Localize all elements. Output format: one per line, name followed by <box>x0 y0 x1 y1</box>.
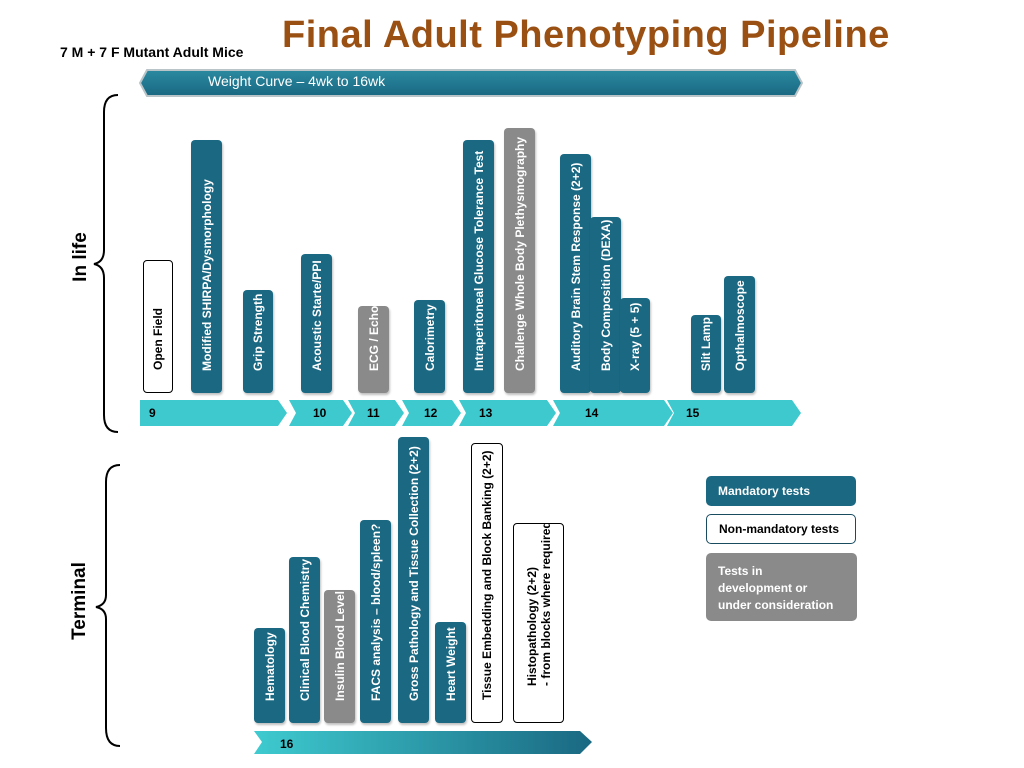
test-grip-strength: Grip Strength <box>243 290 273 393</box>
weight-curve-bar <box>138 69 804 97</box>
test-label: Hematology <box>262 632 277 701</box>
week-number: 11 <box>367 406 380 420</box>
test-label: Acoustic Starte/PPI <box>309 260 324 371</box>
legend-mandatory: Mandatory tests <box>706 476 856 506</box>
test-label: Calorimetry <box>422 304 437 371</box>
test-insulin-blood-level: Insulin Blood Level <box>324 590 355 723</box>
legend-mandatory-label: Mandatory tests <box>718 484 811 498</box>
test-tissue-embedding-block-banking: Tissue Embedding and Block Banking (2+2) <box>471 443 503 723</box>
test-label: X-ray (5 + 5) <box>628 302 642 371</box>
legend-non-mandatory-label: Non-mandatory tests <box>719 522 840 536</box>
test-facs-analysis: FACS analysis – blood/spleen? <box>360 520 391 723</box>
week-arrow-12 <box>402 400 461 426</box>
test-label: Open Field <box>151 307 165 370</box>
test-modified-shirpa-dysmorphology: Modified SHIRPA/Dysmorphology <box>191 140 222 393</box>
legend-non-mandatory: Non-mandatory tests <box>706 514 856 544</box>
week-arrow-14 <box>553 400 673 426</box>
week-arrow-11 <box>348 400 404 426</box>
test-gross-pathology-tissue-collection: Gross Pathology and Tissue Collection (2… <box>398 437 429 723</box>
in-life-label: In life <box>70 232 91 282</box>
test-label: Opthalmoscope <box>732 280 747 371</box>
test-label: Histopathology (2+2)- from blocks where … <box>524 523 553 686</box>
week-arrows-in-life <box>140 400 801 426</box>
test-hematology: Hematology <box>254 628 285 723</box>
test-histopathology: Histopathology (2+2)- from blocks where … <box>513 523 564 723</box>
week-number: 16 <box>280 737 294 751</box>
test-label: Gross Pathology and Tissue Collection (2… <box>406 446 421 701</box>
week-arrow-16 <box>254 731 592 754</box>
test-label: Intraperitoneal Glucose Tolerance Test <box>471 150 486 371</box>
test-label: Heart Weight <box>443 627 458 701</box>
test-ipgtt: Intraperitoneal Glucose Tolerance Test <box>463 140 494 393</box>
legend-development: Tests in development or under considerat… <box>706 553 857 621</box>
histopathology-line1: Histopathology (2+2) <box>524 566 539 686</box>
week-arrow-15 <box>667 400 801 426</box>
test-ecg-echo: ECG / Echo <box>358 306 389 393</box>
test-x-ray: X-ray (5 + 5) <box>620 298 650 393</box>
test-label: Slit Lamp <box>699 316 713 371</box>
test-acoustic-startle-ppi: Acoustic Starte/PPI <box>301 254 332 393</box>
terminal-label: Terminal <box>69 562 90 640</box>
test-label: Grip Strength <box>251 293 265 371</box>
week-arrow-10 <box>289 400 352 426</box>
week-arrow-13 <box>459 400 556 426</box>
week-arrow-9 <box>140 400 287 426</box>
legend-development-label: Tests in development or under considerat… <box>718 563 833 614</box>
histopathology-line2: - from blocks where required <box>538 523 553 686</box>
test-open-field: Open Field <box>143 260 173 393</box>
test-label: FACS analysis – blood/spleen? <box>368 523 383 701</box>
test-label: Insulin Blood Level <box>332 590 347 701</box>
week-number: 12 <box>424 406 438 420</box>
test-slit-lamp: Slit Lamp <box>691 315 721 393</box>
test-label: Auditory Brain Stem Response (2+2) <box>568 162 583 371</box>
legend-development-line1: Tests in <box>718 564 763 578</box>
test-label: Challenge Whole Body Plethysmography <box>512 136 527 371</box>
test-challenge-plethysmography: Challenge Whole Body Plethysmography <box>504 128 535 393</box>
week-number: 13 <box>479 406 493 420</box>
cohort-subtitle: 7 M + 7 F Mutant Adult Mice <box>60 44 244 60</box>
week-number: 10 <box>313 406 327 420</box>
test-body-composition-dexa: Body Composition (DEXA) <box>590 217 621 393</box>
test-clinical-blood-chemistry: Clinical Blood Chemistry <box>289 557 320 723</box>
legend-development-line3: under consideration <box>718 598 834 612</box>
legend-development-line2: development or <box>718 581 808 595</box>
page-title: Final Adult Phenotyping Pipeline <box>282 14 890 56</box>
in-life-brace <box>93 94 119 433</box>
test-label: Tissue Embedding and Block Banking (2+2) <box>480 450 494 701</box>
test-label: Clinical Blood Chemistry <box>297 558 312 701</box>
terminal-brace <box>95 464 121 747</box>
week-number: 9 <box>149 406 156 420</box>
test-calorimetry: Calorimetry <box>414 300 445 393</box>
week-number: 15 <box>686 406 700 420</box>
test-label: Modified SHIRPA/Dysmorphology <box>199 179 214 371</box>
test-auditory-brain-stem-response: Auditory Brain Stem Response (2+2) <box>560 154 591 393</box>
test-label: ECG / Echo <box>366 306 381 371</box>
test-label: Body Composition (DEXA) <box>598 219 613 371</box>
test-opthalmoscope: Opthalmoscope <box>724 276 755 393</box>
test-heart-weight: Heart Weight <box>435 622 466 723</box>
weight-curve-label: Weight Curve – 4wk to 16wk <box>208 73 386 89</box>
week-number: 14 <box>585 406 599 420</box>
